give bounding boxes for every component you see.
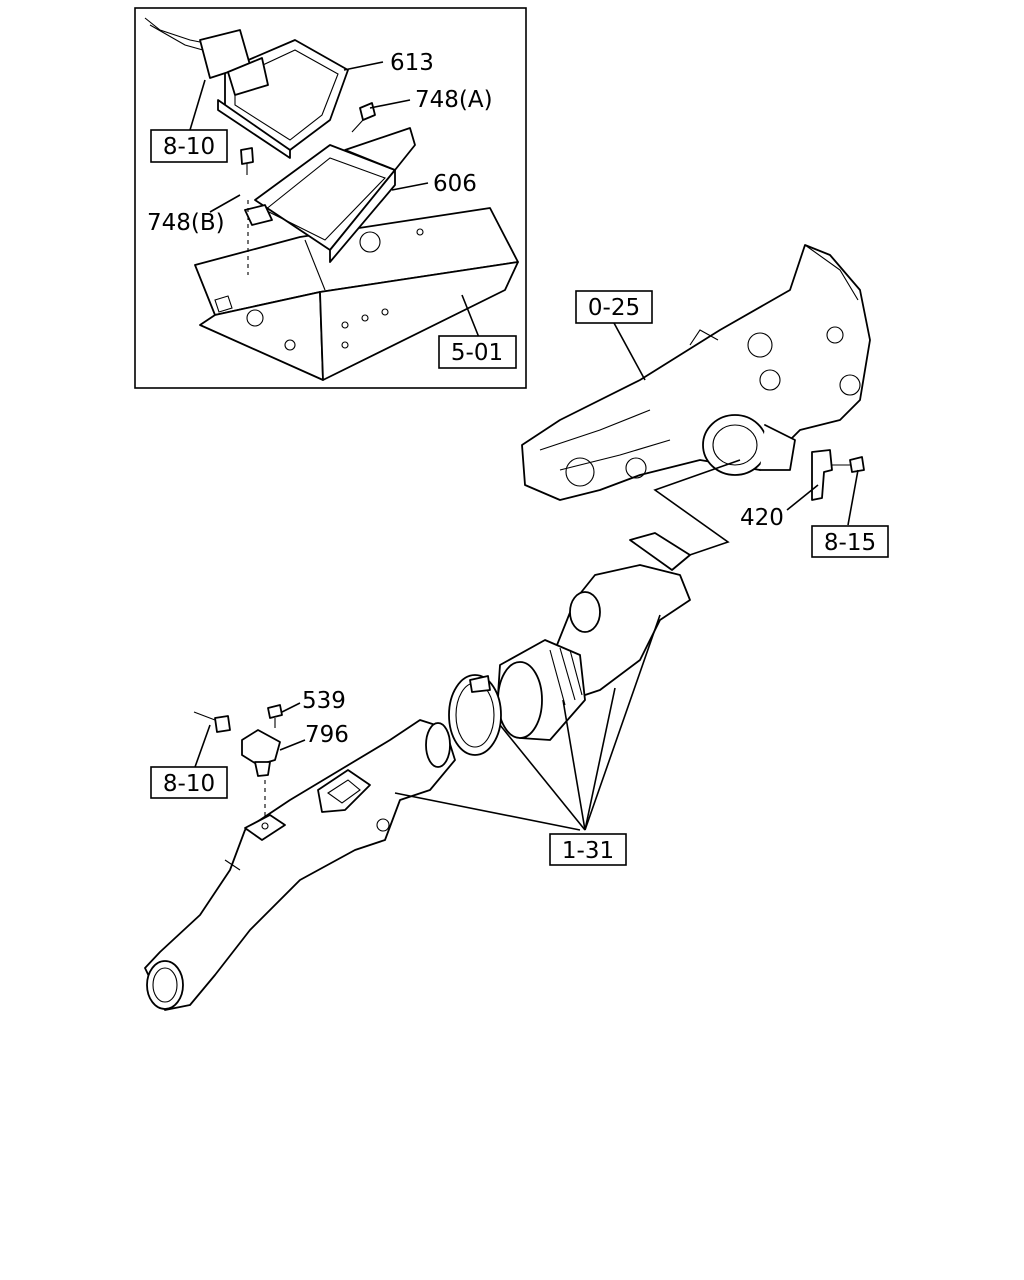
label-539: 539 [302, 688, 346, 714]
ref-0-25: 0-25 [588, 295, 640, 321]
rubber-hose [496, 639, 586, 741]
inset-frame [134, 7, 527, 389]
label-748b: 748(B) [147, 210, 225, 236]
ref-box-8-10-top [150, 129, 228, 163]
label-606: 606 [433, 171, 477, 197]
intake-hose-elbow [554, 532, 691, 701]
ref-box-8-15 [811, 525, 889, 558]
ref-8-10-top: 8-10 [163, 134, 215, 160]
label-613: 613 [390, 50, 434, 76]
ecu-bracket-606 [244, 127, 416, 263]
ref-box-0-25 [575, 290, 653, 324]
harness-connector-bottom [193, 711, 231, 733]
harness-connector-top [144, 17, 269, 96]
hose-clamp [448, 674, 502, 756]
bracket-420 [811, 449, 865, 501]
ref-5-01: 5-01 [451, 340, 503, 366]
ref-8-15: 8-15 [824, 530, 876, 556]
chassis-frame-rail [194, 207, 519, 381]
sensor-796 [241, 729, 281, 777]
ref-1-31: 1-31 [562, 838, 614, 864]
screw-539 [267, 704, 283, 728]
ref-box-5-01 [438, 335, 517, 369]
label-420: 420 [740, 505, 784, 531]
bolt-748b [240, 147, 254, 275]
label-796: 796 [305, 722, 349, 748]
ref-8-10-bottom: 8-10 [163, 771, 215, 797]
ref-box-8-10-bottom [150, 766, 228, 799]
ref-box-1-31 [549, 833, 627, 866]
intake-pipe [144, 719, 456, 1011]
throttle-body [702, 414, 796, 476]
label-748a: 748(A) [415, 87, 493, 113]
